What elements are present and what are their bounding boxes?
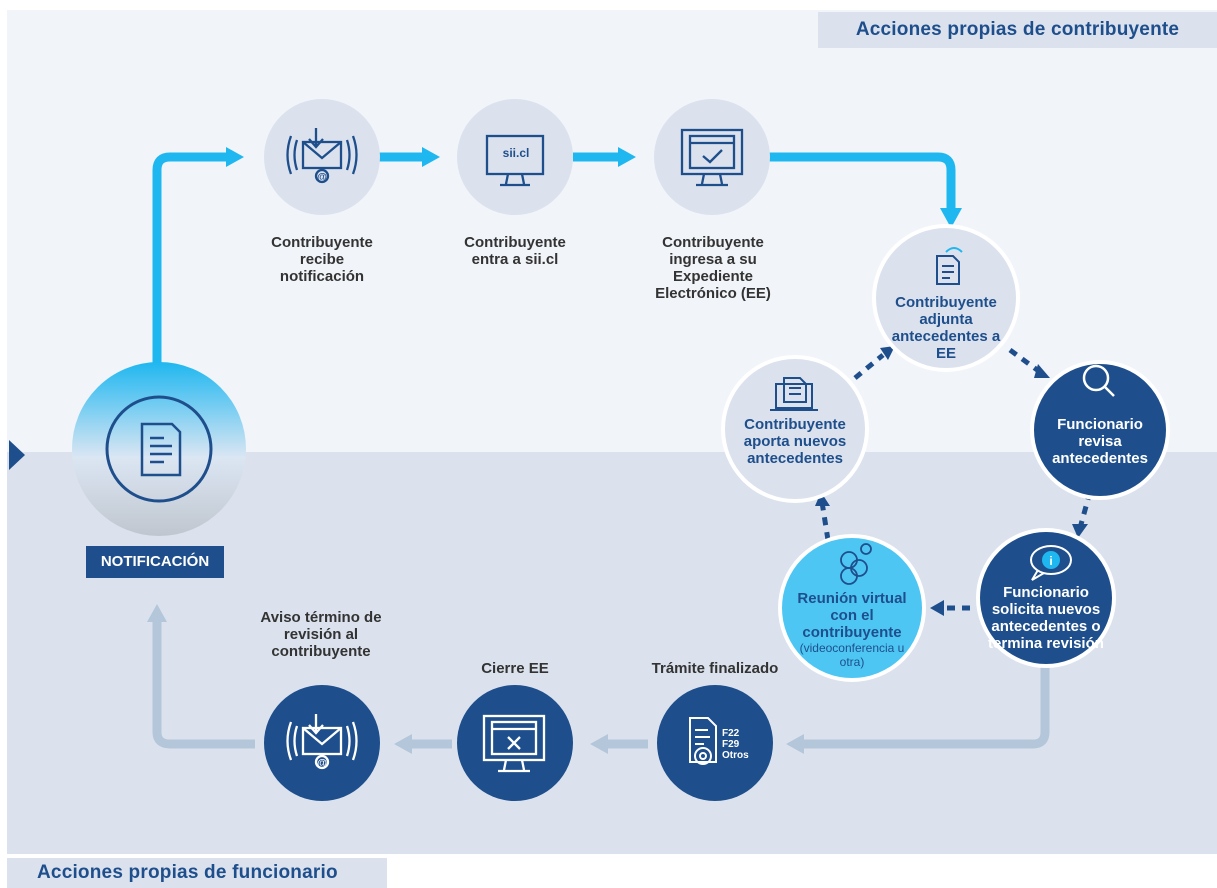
step-receive-notification: Contribuyente recibe notificación [271,234,373,285]
arrow-request-to-finalized [802,660,1050,749]
step-review-documents: Funcionario revisa antecedentes [1052,416,1148,467]
svg-text:@: @ [317,758,327,769]
step-enter-ee: Contribuyente ingresa a su Expediente El… [655,234,771,302]
magnifier-icon [1082,364,1115,397]
arrow-ee-to-attach [768,152,956,210]
form-code-f22: F22 [722,728,740,739]
close-monitor-icon [482,714,546,773]
email-notice-icon [286,714,358,770]
info-bubble-icon [1030,545,1072,581]
step-enter-sii: Contribuyente entra a sii.cl [464,234,566,268]
zone-header-funcionario: Acciones propias de funcionario [7,858,387,888]
meeting-users-icon [840,543,872,585]
arrow-notice-to-notification [152,622,255,749]
step-virtual-meeting-title: Reunión virtual con el contribuyente [797,590,907,641]
arrow-notif-to-receive [152,152,228,380]
zone-header-contribuyente: Acciones propias de contribuyente [818,12,1217,48]
attach-document-icon [936,247,963,285]
step-close-ee: Cierre EE [481,660,549,677]
form-code-otros: Otros [722,750,749,761]
notification-badge: NOTIFICACIÓN [86,546,224,578]
arrow-meeting-to-provide [819,501,831,541]
step-request-or-finish: Funcionario solicita nuevos antecedentes… [988,584,1104,652]
zone-divider-marker [9,440,25,470]
document-icon [140,422,182,477]
svg-text:@: @ [317,172,327,183]
arrow-provide-to-attach [853,353,885,380]
email-notification-icon [286,128,358,184]
monitor-icon [485,134,545,187]
step-virtual-meeting: Reunión virtual con el contribuyente (vi… [792,590,912,669]
step-finalized: Trámite finalizado [651,660,779,677]
svg-text:i: i [1049,554,1052,568]
step-review-notice: Aviso término de revisión al contribuyen… [260,609,382,660]
step-virtual-meeting-note: (videoconferencia u otra) [799,641,905,669]
arrow-attach-to-review [1008,347,1042,375]
step-attach-documents: Contribuyente adjunta antecedentes a EE [891,294,1001,362]
sii-icon-text: sii.cl [502,146,530,160]
form-codes: F22 F29 Otros [722,728,762,761]
step-provide-documents: Contribuyente aporta nuevos antecedentes [743,416,847,467]
document-gear-icon [689,717,717,765]
laptop-documents-icon [770,377,818,411]
form-code-f29: F29 [722,739,740,750]
expediente-monitor-icon [680,128,744,187]
